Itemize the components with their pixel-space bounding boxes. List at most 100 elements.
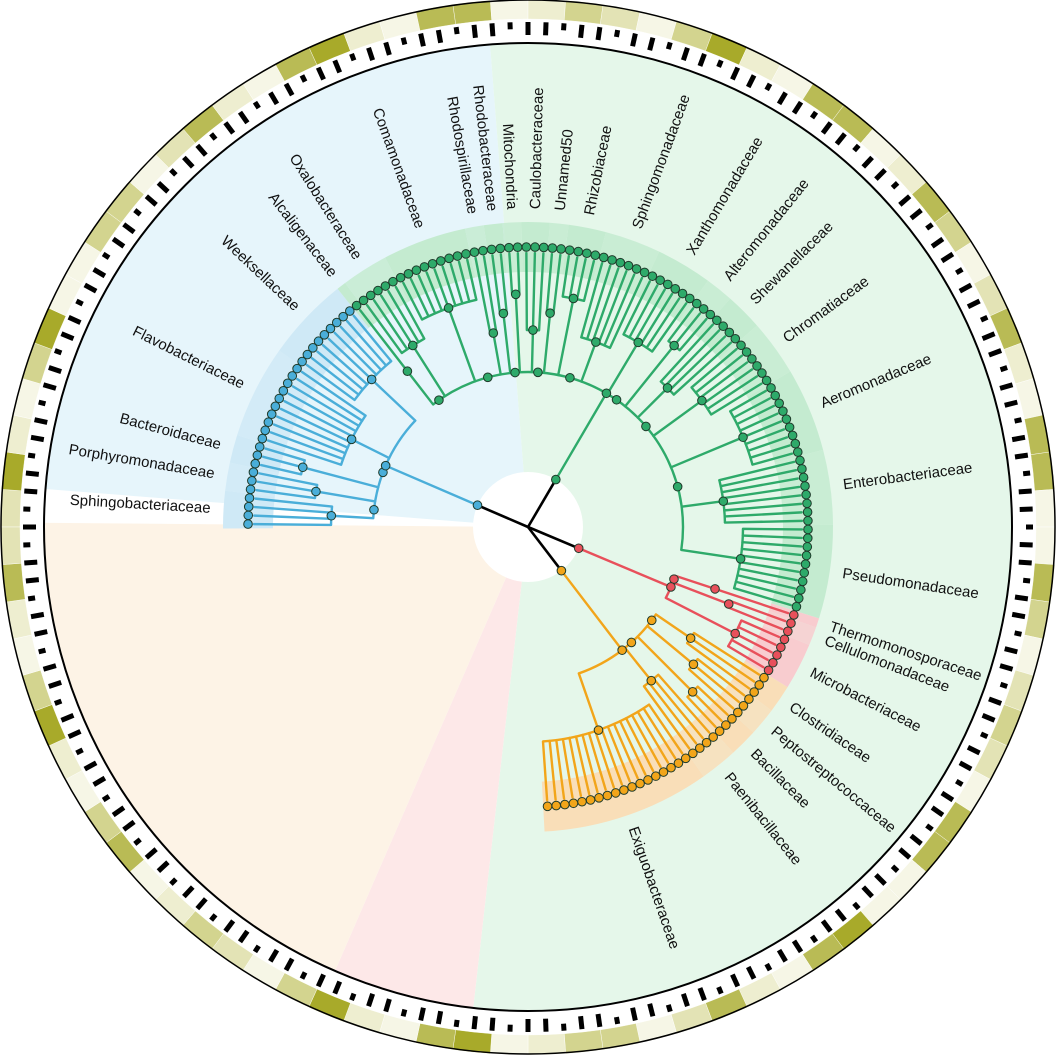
branch xyxy=(723,502,803,512)
presence-bar xyxy=(820,919,833,933)
branch xyxy=(359,309,409,373)
branch xyxy=(719,468,798,488)
presence-bar xyxy=(647,37,656,51)
presence-bar xyxy=(930,236,945,249)
branch xyxy=(622,280,651,336)
presence-bar xyxy=(681,47,690,61)
leaf-node xyxy=(766,383,776,393)
branch xyxy=(352,314,393,363)
branch xyxy=(664,596,737,635)
presence-bar xyxy=(133,837,142,846)
branch xyxy=(457,260,471,303)
leaf-node xyxy=(568,798,579,809)
presence-bar xyxy=(958,282,973,294)
branch xyxy=(740,619,781,639)
leaf-node xyxy=(701,737,712,748)
branch xyxy=(266,439,343,466)
leaf-node xyxy=(714,726,725,736)
presence-bar xyxy=(1014,630,1022,637)
leaf-node xyxy=(757,368,767,378)
branch xyxy=(733,632,773,654)
heat-cell xyxy=(490,1033,529,1055)
presence-bar xyxy=(834,908,847,922)
presence-bar xyxy=(909,208,923,221)
presence-bar xyxy=(925,222,934,231)
leaf-node xyxy=(395,272,406,283)
leaf-node xyxy=(512,242,523,252)
branch xyxy=(668,335,727,392)
branch xyxy=(545,252,554,315)
branch xyxy=(744,428,786,446)
presence-bar xyxy=(48,680,62,689)
clade-root-node xyxy=(556,565,567,576)
presence-bar xyxy=(471,1015,478,1030)
leaf-node xyxy=(538,242,549,253)
presence-bar xyxy=(60,331,75,342)
branch xyxy=(447,306,477,383)
presence-bar xyxy=(471,24,478,39)
branch xyxy=(568,736,583,798)
leaf-node xyxy=(248,467,259,477)
branch xyxy=(694,354,744,394)
branch xyxy=(587,731,607,791)
branch xyxy=(741,541,803,548)
family-node xyxy=(688,659,699,670)
leaf-node xyxy=(684,293,695,304)
leaf-node xyxy=(761,375,772,386)
presence-bar xyxy=(966,744,981,756)
internal-node xyxy=(434,395,444,405)
presence-bar xyxy=(283,957,295,972)
leaf-node xyxy=(607,255,617,265)
leaf-node xyxy=(547,243,558,253)
clade-root-node xyxy=(472,500,483,511)
family-node xyxy=(633,337,643,348)
leaf-node xyxy=(573,246,584,257)
leaf-node xyxy=(721,720,731,730)
leaf-node xyxy=(351,300,362,311)
leaf-node xyxy=(738,701,749,711)
branch xyxy=(657,673,711,734)
internal-node xyxy=(641,421,651,432)
heat-cell xyxy=(527,1033,566,1055)
tree-branches xyxy=(252,251,804,802)
leaf-node xyxy=(712,315,722,326)
leaf-node xyxy=(724,327,735,338)
leaf-node xyxy=(444,253,454,264)
presence-bar xyxy=(453,26,460,35)
presence-bar xyxy=(122,819,136,832)
family-node xyxy=(568,293,579,304)
presence-bar xyxy=(613,29,621,38)
branch xyxy=(739,554,801,565)
presence-bar xyxy=(252,100,261,110)
branch xyxy=(647,681,698,745)
branch xyxy=(612,722,639,780)
branch xyxy=(591,267,620,343)
clade-node xyxy=(380,460,391,471)
leaf-node xyxy=(282,378,293,389)
branch xyxy=(623,646,653,682)
presence-bar xyxy=(489,1017,496,1031)
leaf-node xyxy=(698,304,709,314)
presence-bar xyxy=(283,82,295,97)
presence-bar xyxy=(958,760,973,772)
leaf-node xyxy=(380,281,391,291)
presence-bar xyxy=(418,1007,426,1021)
family-node xyxy=(730,628,740,639)
leaf-node xyxy=(358,295,369,306)
presence-bar xyxy=(791,939,804,954)
family-node xyxy=(735,554,746,564)
presence-bar xyxy=(332,59,343,74)
presence-bar xyxy=(53,698,63,706)
heat-cell xyxy=(0,489,22,528)
leaf-node xyxy=(800,559,811,569)
leaf-node xyxy=(647,271,658,281)
branch xyxy=(738,412,779,432)
leaf-node xyxy=(763,665,774,676)
leaf-node xyxy=(631,264,642,274)
leaf-node xyxy=(691,298,702,309)
leaf-node xyxy=(781,414,792,424)
branch xyxy=(603,273,636,347)
leaf-node xyxy=(263,417,274,428)
